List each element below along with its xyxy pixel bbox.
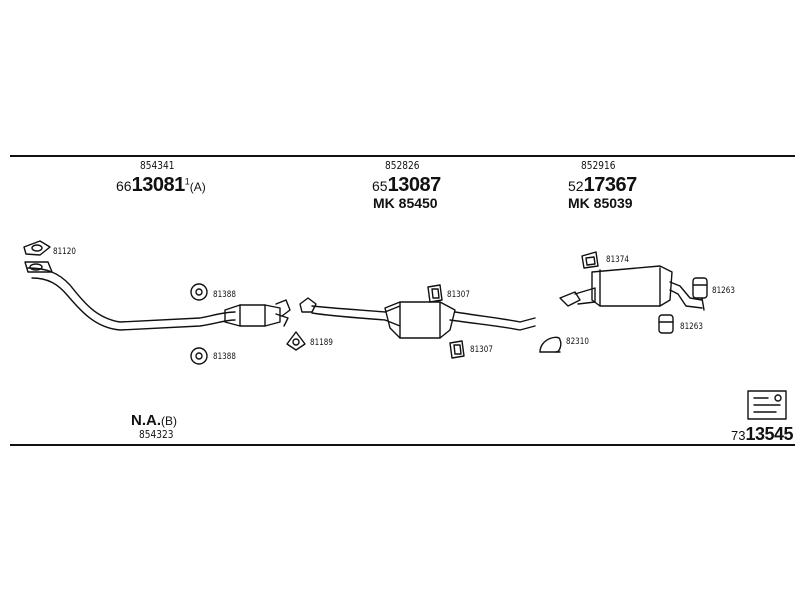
group-sup-1: 1 [184,176,190,187]
gasket-81189 [286,331,306,351]
bracket-81307-b [449,340,465,359]
group-main-3: 17367 [583,174,638,196]
group-mk-3: MK 85039 [568,195,633,211]
front-downpipe [24,261,236,331]
part-label-81189: 81189 [310,338,333,348]
mount-81388-b [190,347,208,365]
spec-symbol-icon [747,390,787,420]
mount-81388-a [190,283,208,301]
part-label-82310: 82310 [566,337,589,347]
clamp-82310 [539,336,562,353]
part-label-81263-b: 81263 [680,322,703,332]
group-ref-3: 852916 [581,159,616,172]
group-main-2: 13087 [387,174,442,196]
footer-number: 7313545 [731,424,794,445]
na-ref: 854323 [139,428,174,441]
bracket-81374 [581,251,599,269]
group-ref-1: 854341 [140,159,175,172]
group-main-1: 13081 [131,174,186,196]
top-rule [10,155,795,157]
na-suffix: (B) [161,414,177,428]
part-label-81120: 81120 [53,247,76,257]
centre-silencer [299,297,536,339]
part-label-81263-a: 81263 [712,286,735,296]
na-text: N.A. [131,412,161,429]
bottom-rule [10,444,795,446]
rear-silencer [559,265,705,311]
bracket-81307-a [427,284,443,303]
group-number-1: 66130811(A) [116,174,206,197]
footer-main: 13545 [745,424,794,444]
part-label-81374: 81374 [606,255,629,265]
part-label-81307-a: 81307 [447,290,470,300]
footer-prefix: 73 [731,428,746,443]
group-number-3: 5217367 [568,174,637,197]
part-label-81388-a: 81388 [213,290,236,300]
group-suffix-1: (A) [189,180,206,194]
catalytic-converter [224,299,291,327]
mount-81263-b [658,314,674,334]
group-prefix-1: 66 [116,178,132,194]
group-ref-2: 852826 [385,159,420,172]
group-number-2: 6513087 [372,174,441,197]
part-label-81388-b: 81388 [213,352,236,362]
part-label-81307-b: 81307 [470,345,493,355]
na-label: N.A.(B) [131,412,177,429]
gasket-81120 [23,240,51,256]
group-prefix-2: 65 [372,178,388,194]
mount-81263-a [692,277,708,299]
group-mk-2: MK 85450 [373,195,438,211]
group-prefix-3: 52 [568,178,584,194]
